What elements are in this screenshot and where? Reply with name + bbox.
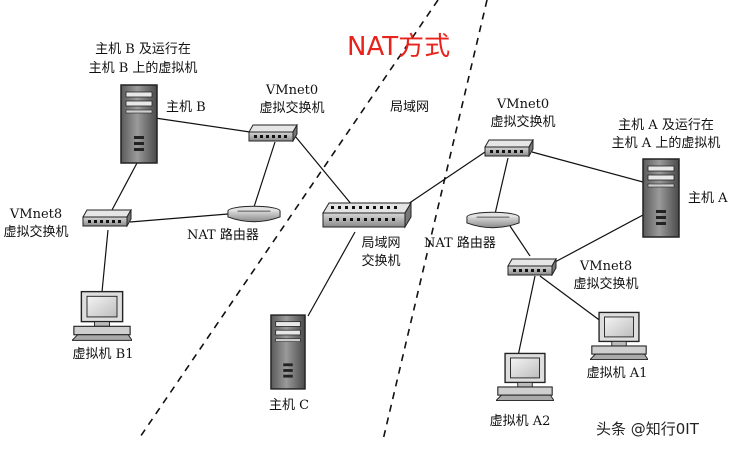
link-lanswitch-vmnet0-right (404, 149, 489, 207)
vmnet8-left-switch-icon (82, 209, 132, 227)
vm-a1-label: 虚拟机 A1 (586, 366, 648, 381)
watermark: 头条 @知行0IT (596, 420, 699, 438)
nat-router-left-icon (227, 205, 281, 223)
vm-a2-label: 虚拟机 A2 (489, 414, 551, 429)
link-natrouter-vmnet8-left (129, 213, 229, 223)
vmnet0-left-label-line2: 虚拟交换机 (259, 101, 325, 116)
link-vmnet0-hosta (531, 151, 644, 183)
host-b-title-line2: 主机 B 上的虚拟机 (88, 61, 198, 76)
diagram-title: NAT方式 (347, 32, 451, 62)
nat-router-right-icon (466, 211, 520, 229)
vmnet8-right-label-line2: 虚拟交换机 (573, 277, 639, 292)
link-vmnet0-lanswitch-left (294, 135, 353, 206)
vmnet8-left-label-line1: VMnet8 (9, 207, 63, 222)
vm-a2-computer-icon (496, 352, 554, 402)
host-b-server-icon (120, 84, 158, 164)
host-c-server-icon (270, 314, 306, 390)
host-a-label: 主机 A (688, 191, 728, 206)
lan-switch-label-line2: 交换机 (361, 254, 401, 269)
vm-b1-label: 虚拟机 B1 (72, 347, 134, 362)
host-b-label: 主机 B (166, 100, 206, 115)
vmnet0-right-switch-icon (484, 139, 534, 157)
vmnet0-right-label-line2: 虚拟交换机 (490, 115, 556, 130)
lan-switch-icon (322, 202, 412, 228)
link-vmnet8-vma2 (517, 275, 536, 357)
link-hostb-vmnet0 (154, 117, 251, 133)
nat-router-right-label: NAT 路由器 (424, 236, 496, 251)
vm-b1-computer-icon (72, 290, 132, 342)
link-lanswitch-hostc (307, 231, 356, 317)
link-vmnet8-vma1 (539, 275, 603, 323)
vmnet0-right-label-line1: VMnet0 (496, 97, 550, 112)
host-a-title-line1: 主机 A 及运行在 (618, 118, 714, 133)
nat-router-left-label: NAT 路由器 (187, 228, 259, 243)
host-a-server-icon (642, 158, 680, 238)
host-c-label: 主机 C (268, 398, 310, 413)
vmnet0-left-label-line1: VMnet0 (265, 83, 319, 98)
link-vmnet0-natrouter-left (253, 141, 276, 208)
link-hosta-vmnet8 (554, 214, 644, 263)
separator-line-left (137, 0, 439, 441)
vmnet0-left-switch-icon (248, 124, 298, 142)
lan-switch-label-line1: 局域网 (361, 236, 401, 251)
vmnet8-left-label-line2: 虚拟交换机 (3, 225, 69, 240)
vm-a1-computer-icon (590, 311, 648, 361)
host-b-title-line1: 主机 B 及运行在 (95, 42, 191, 57)
link-natrouter-vmnet8-right (509, 225, 531, 257)
vmnet8-right-switch-icon (507, 258, 557, 276)
link-vmnet0-natrouter-right (494, 157, 509, 215)
lan-label: 局域网 (390, 100, 430, 115)
host-a-title-line2: 主机 A 上的虚拟机 (611, 136, 721, 151)
separator-line-right (382, 0, 488, 441)
vmnet8-right-label-line1: VMnet8 (579, 259, 633, 274)
link-hostb-vmnet8 (111, 162, 138, 211)
link-vmnet8-vmb1 (101, 229, 109, 293)
